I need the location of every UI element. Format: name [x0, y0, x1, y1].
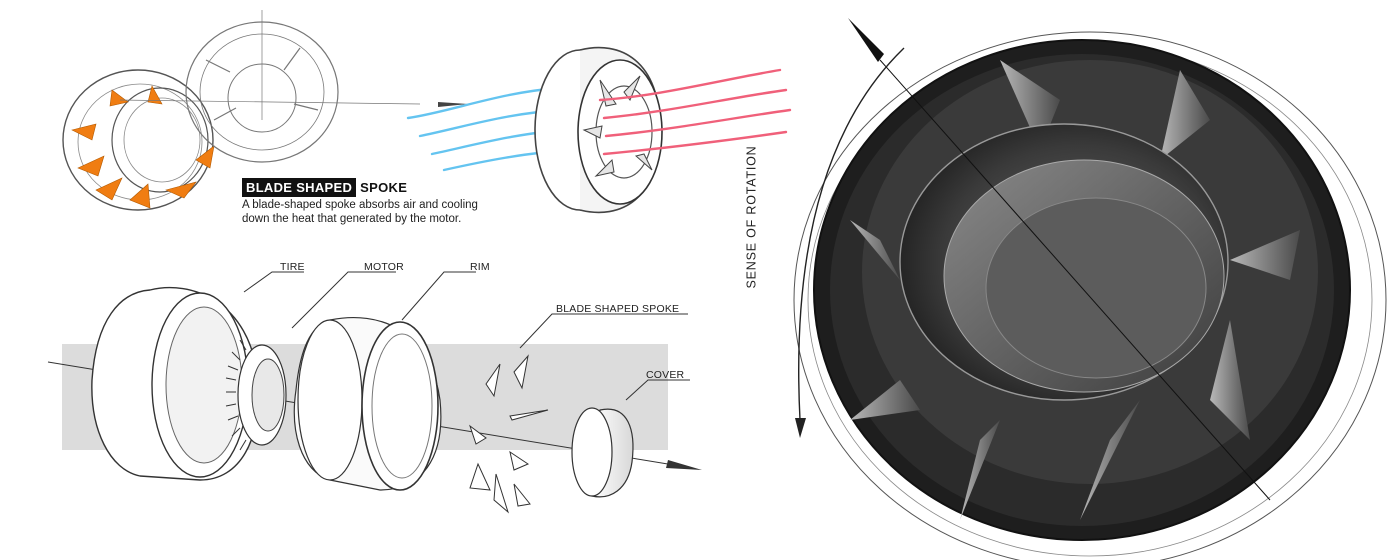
callout-rim: RIM — [470, 261, 490, 273]
airflow-red-lines — [598, 68, 792, 156]
callout-blade-spoke: BLADE SHAPED SPOKE — [556, 303, 680, 315]
tire-sketch — [91, 286, 260, 481]
cover-sketch — [571, 407, 634, 498]
orange-blade-set — [71, 85, 215, 209]
sense-of-rotation-label: SENSE OF ROTATION — [744, 145, 759, 289]
render-blades — [850, 60, 1300, 520]
exploded-view — [47, 271, 702, 514]
airflow-wheel — [406, 46, 792, 214]
rotation-axis-arrow — [848, 18, 884, 62]
ghost-wheel-sketch — [119, 10, 421, 163]
callout-motor: MOTOR — [364, 261, 404, 273]
rotation-axis — [879, 59, 1271, 501]
callout-leaders — [243, 271, 690, 401]
rotation-arc — [798, 47, 905, 421]
rotation-orbit-outer — [793, 31, 1387, 560]
loose-blade-spokes — [469, 354, 549, 514]
feature-description: A blade-shaped spoke absorbs air and coo… — [242, 198, 542, 226]
axis-arrow-small — [438, 102, 468, 107]
feature-highlight: BLADE SHAPED — [242, 178, 357, 197]
feature-description-line-2: down the heat that generated by the moto… — [242, 213, 462, 225]
motor-sketch — [225, 339, 287, 451]
feature-headline-rest: SPOKE — [360, 180, 408, 195]
rim-sketch — [293, 317, 442, 491]
feature-description-line-1: A blade-shaped spoke absorbs air and coo… — [242, 199, 478, 211]
orange-blade-wheel-sketch — [62, 69, 215, 211]
rotation-arc-arrow — [795, 418, 806, 438]
callout-cover: COVER — [646, 369, 685, 381]
callout-tire: TIRE — [280, 261, 305, 273]
exploded-axis-arrow — [666, 460, 702, 470]
rendered-wheel — [793, 18, 1387, 560]
